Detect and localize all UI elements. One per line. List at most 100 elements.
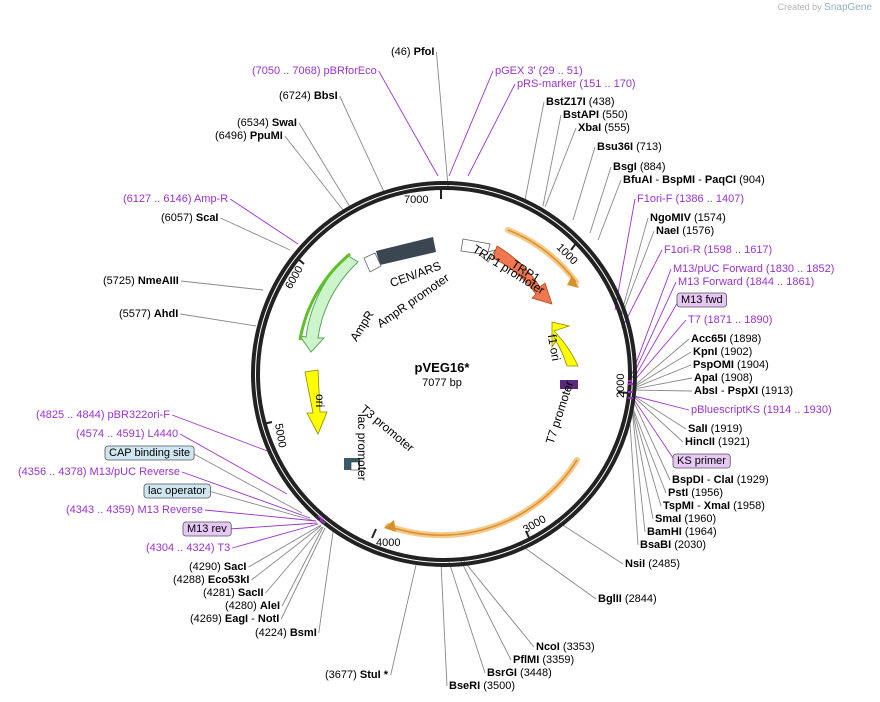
site-label-part: (3500) (480, 680, 515, 692)
site-label-text-smai: SmaI (1960) (655, 513, 716, 525)
site-label-part: (438) (586, 96, 615, 108)
site-label-m13rev_label: (4343 .. 4359) M13 Reverse (66, 504, 203, 516)
leader-line-hincii (633, 396, 684, 443)
site-label-part: (5577) (119, 308, 154, 320)
site-label-text-naei: NaeI (1576) (656, 225, 714, 237)
site-label-text-sacii: (4281) SacII (203, 587, 264, 599)
site-label-part: (3359) (539, 654, 574, 666)
site-label-part: (3353) (560, 641, 595, 653)
site-label-part: NmeAIII (138, 275, 179, 287)
site-label-part: BsrGI (487, 667, 517, 679)
orf-halo-arrow-bottom (387, 459, 578, 536)
site-label-part: (1898) (726, 333, 761, 345)
leader-line-t3 (232, 523, 319, 549)
leader-line-ppumi (284, 135, 344, 211)
site-label-text-scai: (6057) ScaI (161, 212, 219, 224)
site-label-part: NaeI (656, 225, 679, 237)
leader-line-bsabi (629, 422, 639, 546)
site-label-tspmi: TspMI - XmaI (1958) (663, 500, 765, 512)
leader-line-tspmi (631, 406, 662, 507)
leader-line-eagi (280, 527, 326, 620)
site-label-naei: NaeI (1576) (656, 225, 714, 237)
site-label-part: PflMI (513, 654, 539, 666)
site-label-text-m13pucr: (4356 .. 4378) M13/pUC Reverse (18, 466, 180, 478)
site-label-part: BstAPI (563, 109, 599, 121)
leader-line-pfoi (435, 51, 449, 187)
site-label-pgex3: pGEX 3' (29 .. 51) (495, 65, 583, 77)
site-label-box-m13fwd_box (676, 292, 727, 308)
site-label-ampr_primer: (6127 .. 6146) Amp-R (123, 193, 228, 205)
site-label-text-psti: PstI (1956) (668, 487, 723, 499)
trp1-feature (492, 245, 553, 305)
site-label-part: PfoI (414, 46, 435, 58)
tick-1000 (570, 241, 578, 251)
leader-line-m13fwd_box (632, 299, 680, 381)
plasmid-length: 7077 bp (422, 377, 462, 389)
site-label-box-lacop (143, 483, 211, 499)
site-label-sacii: (4281) SacII (203, 587, 264, 599)
site-label-bstapi: BstAPI (550) (563, 109, 628, 121)
credit-prefix: Created by (777, 2, 822, 12)
site-label-text-ahdi: (5577) AhdI (119, 308, 178, 320)
site-label-part: XbaI (578, 122, 601, 134)
leader-line-bstapi (542, 114, 562, 207)
f1ori-feature (551, 321, 579, 367)
site-label-text-xbai: XbaI (555) (578, 122, 630, 134)
snapgene-logo: SnapGene (824, 2, 872, 13)
site-label-bsrgi: BsrGI (3448) (487, 667, 552, 679)
leader-line-bfuai (597, 179, 622, 241)
leader-line-prsmarker (467, 83, 516, 177)
site-label-text-f1orif: F1ori-F (1386 .. 1407) (637, 193, 744, 205)
tick-2000 (617, 391, 629, 394)
leader-line-absi (633, 389, 693, 392)
site-label-part: (1964) (682, 526, 717, 538)
site-label-ncoi: NcoI (3353) (536, 641, 595, 653)
site-label-part: (7050 .. 7068) pBRforEco (252, 65, 377, 77)
site-label-part: PaqCI (705, 174, 736, 186)
label-f1-ori: f1 ori (545, 333, 563, 362)
leader-line-f1orir (621, 249, 663, 329)
backbone-outer-ring (251, 181, 637, 567)
site-label-kpni: KpnI (1902) (693, 346, 752, 358)
site-label-text-m13pucf: M13/pUC Forward (1830 .. 1852) (673, 263, 834, 275)
site-label-text-m13rev_label: (4343 .. 4359) M13 Reverse (66, 504, 203, 516)
ampr-promoter-feature (363, 252, 382, 273)
leader-line-psti (631, 405, 667, 494)
site-label-part: (884) (637, 161, 666, 173)
leader-line-bsu36i (572, 146, 596, 221)
site-label-part: (4343 .. 4359) M13 Reverse (66, 504, 203, 516)
site-label-pspomi: PspOMI (1904) (693, 359, 769, 371)
site-label-part: (4574 .. 4591) L4440 (76, 428, 178, 440)
site-label-absi: AbsI - PspXI (1913) (694, 385, 793, 397)
site-label-text-stui: (3677) StuI * (325, 669, 389, 681)
site-label-m13fwd_box: M13 fwd (676, 292, 727, 308)
leader-line-bspdi (632, 399, 671, 481)
site-label-part: (4356 .. 4378) M13/pUC Reverse (18, 466, 180, 478)
site-label-part: (3448) (517, 667, 552, 679)
site-label-part: - (248, 613, 258, 625)
site-label-nmeaiii: (5725) NmeAIII (103, 275, 179, 287)
orf-halo-t7 (385, 457, 580, 539)
site-label-part: (6496) (215, 130, 250, 142)
site-label-eco53ki: (4288) Eco53kI (173, 574, 249, 586)
site-label-text-bamhi: BamHI (1964) (647, 526, 717, 538)
site-label-part: (1908) (718, 372, 753, 384)
site-label-text-t3: (4304 .. 4324) T3 (146, 542, 230, 554)
leader-line-nsii (554, 519, 624, 565)
site-label-smai: SmaI (1960) (655, 513, 716, 525)
site-label-part: NcoI (536, 641, 560, 653)
snapgene-credit: Created by SnapGene (778, 2, 872, 13)
site-label-t3: (4304 .. 4324) T3 (146, 542, 230, 554)
site-label-box-m13rev_box (182, 521, 232, 537)
site-label-part: BsmI (290, 627, 317, 639)
site-label-part: NotI (258, 613, 279, 625)
site-label-part: (4281) (203, 587, 238, 599)
site-label-pbr322ori: (4825 .. 4844) pBR322ori-F (36, 409, 170, 421)
ori-feature (304, 369, 328, 435)
site-label-part: - (704, 474, 714, 486)
site-label-text-bsgi: BsgI (884) (613, 161, 666, 173)
cen-ars-feature (376, 237, 436, 265)
orf-arrowhead-bottom (384, 520, 396, 532)
leader-line-bsgi (589, 166, 612, 234)
leader-line-bamhi (631, 408, 646, 533)
